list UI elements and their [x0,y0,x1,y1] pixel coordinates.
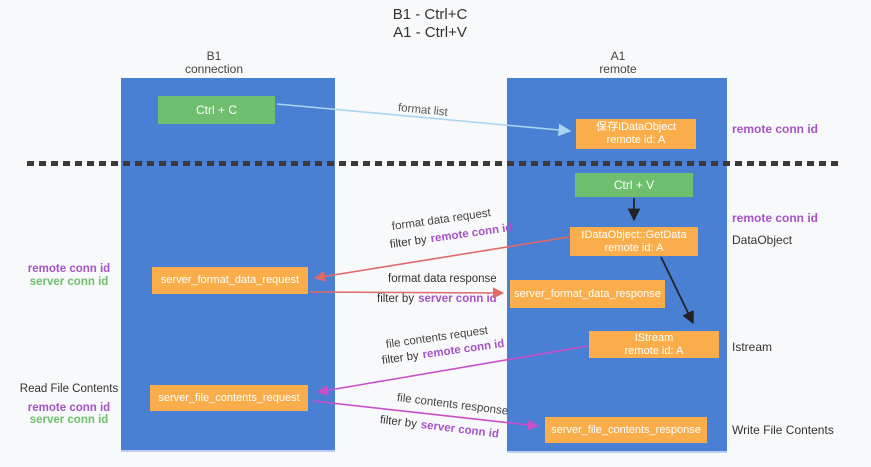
box-ctrl-c: Ctrl + C [158,96,275,124]
server-conn-id-text: server conn id [420,419,500,441]
label-file-contents-response: file contents response [396,392,509,418]
box-getdata-line2: remote id: A [604,241,664,254]
lane-a1-subtitle: remote [599,62,637,76]
side-label-server-conn-id-bottom: server conn id [29,414,109,426]
box-save-idataobject: 保存IDataObject remote id: A [576,119,696,149]
server-conn-id-text: server conn id [418,293,497,305]
lane-b1-subtitle: connection [184,62,244,76]
side-label-remote-conn-id-top: remote conn id [732,122,819,136]
box-istream: IStream remote id: A [589,331,719,358]
box-file-request-label: server_file_contents_request [158,391,300,404]
box-istream-line1: IStream [634,331,674,344]
side-label-remote-conn-id-left: remote conn id [27,263,111,275]
box-format-request-label: server_format_data_request [160,274,300,286]
side-label-istream: Istream [732,340,773,354]
box-server-file-contents-request: server_file_contents_request [150,385,308,411]
label-format-list: format list [397,102,449,119]
box-save-idataobject-line1: 保存IDataObject [595,121,677,133]
filter-by-text: filter by [377,293,415,305]
box-ctrl-c-label: Ctrl + C [195,103,237,117]
box-idataobject-getdata: IDataObject::GetData remote id: A [570,227,698,256]
box-server-format-data-response: server_format_data_response [510,280,665,308]
side-label-remote-conn-id-bottom: remote conn id [27,402,111,414]
title-line-1: B1 - Ctrl+C [392,6,468,23]
session-divider-dashed-line [27,161,839,166]
filter-by-text: filter by [389,233,428,251]
box-getdata-line1: IDataObject::GetData [581,228,687,241]
lane-a1-name: A1 [610,49,626,63]
side-label-write-file-contents: Write File Contents [732,423,834,437]
box-ctrl-v-label: Ctrl + V [613,178,655,192]
box-istream-line2: remote id: A [624,344,684,357]
label-format-data-response: format data response [388,273,497,285]
diagram-title: B1 - Ctrl+C A1 - Ctrl+V [0,6,860,42]
side-label-server-conn-id-left: server conn id [29,276,109,288]
lane-header-a1: A1 remote [558,50,678,76]
box-format-response-label: server_format_data_response [514,287,661,300]
box-server-file-contents-response: server_file_contents_response [545,417,707,443]
box-server-format-data-request: server_format_data_request [152,267,308,294]
box-file-response-label: server_file_contents_response [551,423,701,436]
box-save-idataobject-line2: remote id: A [606,134,666,146]
filter-by-text: filter by [379,414,418,431]
side-label-remote-conn-id-mid: remote conn id [732,211,819,225]
side-label-dataobject: DataObject [732,233,793,247]
lane-b1-name: B1 [206,49,222,63]
box-ctrl-v: Ctrl + V [575,173,693,197]
lane-header-b1: B1 connection [154,50,274,76]
side-label-read-file-contents: Read File Contents [19,383,119,395]
title-line-2: A1 - Ctrl+V [393,24,467,41]
filter-by-text: filter by [381,349,420,367]
